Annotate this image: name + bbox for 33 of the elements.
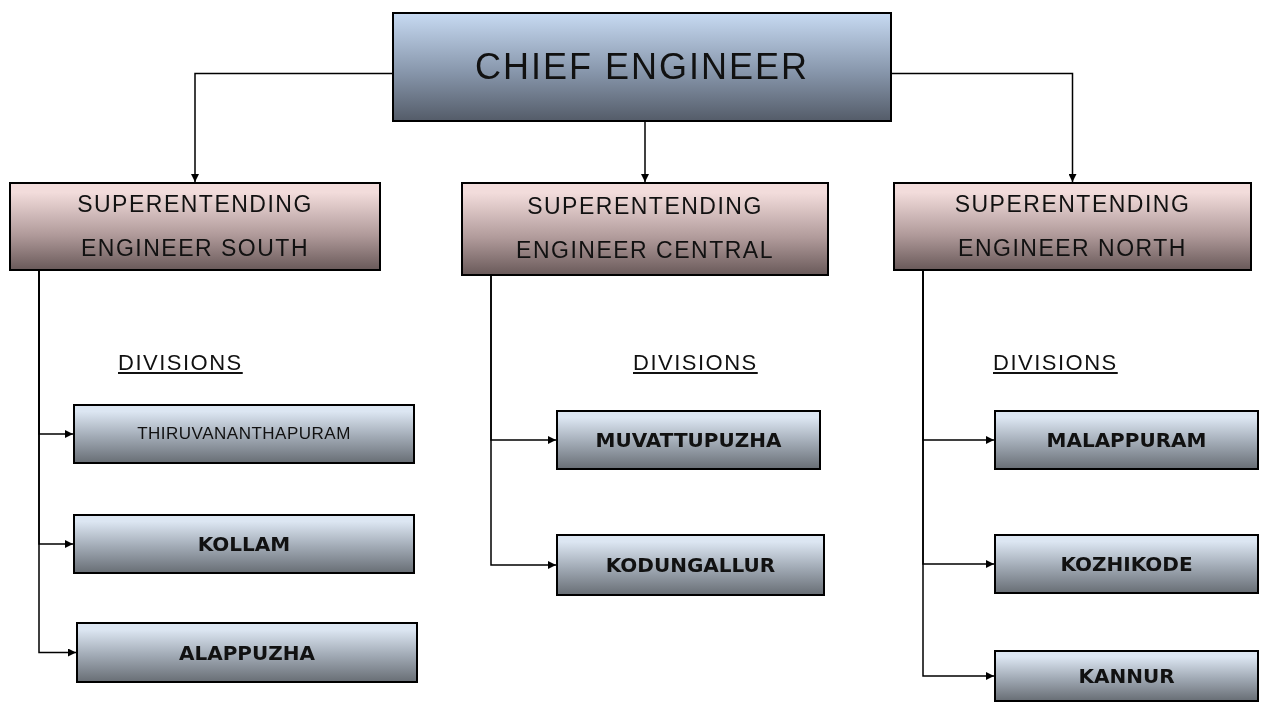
node-label: KOLLAM	[196, 532, 292, 556]
connector-arrow	[490, 275, 557, 569]
connector-arrow	[191, 72, 393, 183]
division-box	[556, 410, 821, 470]
node-label: ALAPPUZHA	[178, 640, 316, 665]
node-label: THIRUVANANTHAPURAM	[136, 423, 352, 445]
node-label: CHIEF ENGINEER	[473, 45, 810, 89]
node-label: KOZHIKODE	[1059, 552, 1194, 576]
node-label: SUPERENTENDING ENGINEER CENTRAL	[515, 192, 775, 265]
node-label: MALAPPURAM	[1045, 428, 1208, 452]
node-label: KODUNGALLUR	[604, 553, 777, 577]
division-box	[994, 650, 1259, 702]
connector-arrow	[891, 72, 1077, 183]
section-heading: DIVISIONS	[993, 350, 1118, 376]
title-box	[392, 12, 892, 122]
section-heading: DIVISIONS	[633, 350, 758, 376]
division-box	[556, 534, 825, 596]
connector-arrow	[922, 270, 995, 680]
node-label: SUPERENTENDING ENGINEER SOUTH	[76, 189, 314, 263]
officer-box	[9, 182, 381, 271]
connector-arrow	[641, 121, 649, 183]
node-label: SUPERENTENDING ENGINEER NORTH	[953, 189, 1192, 263]
node-label: KANNUR	[1077, 664, 1176, 688]
division-box	[73, 404, 415, 464]
officer-box	[893, 182, 1252, 271]
division-box	[994, 410, 1259, 470]
node-label: MUVATTUPUZHA	[594, 428, 783, 452]
division-box	[73, 514, 415, 574]
officer-box	[461, 182, 829, 276]
section-heading: DIVISIONS	[118, 350, 243, 376]
division-box	[994, 534, 1259, 594]
connector-arrow	[38, 270, 77, 657]
division-box	[76, 622, 418, 683]
